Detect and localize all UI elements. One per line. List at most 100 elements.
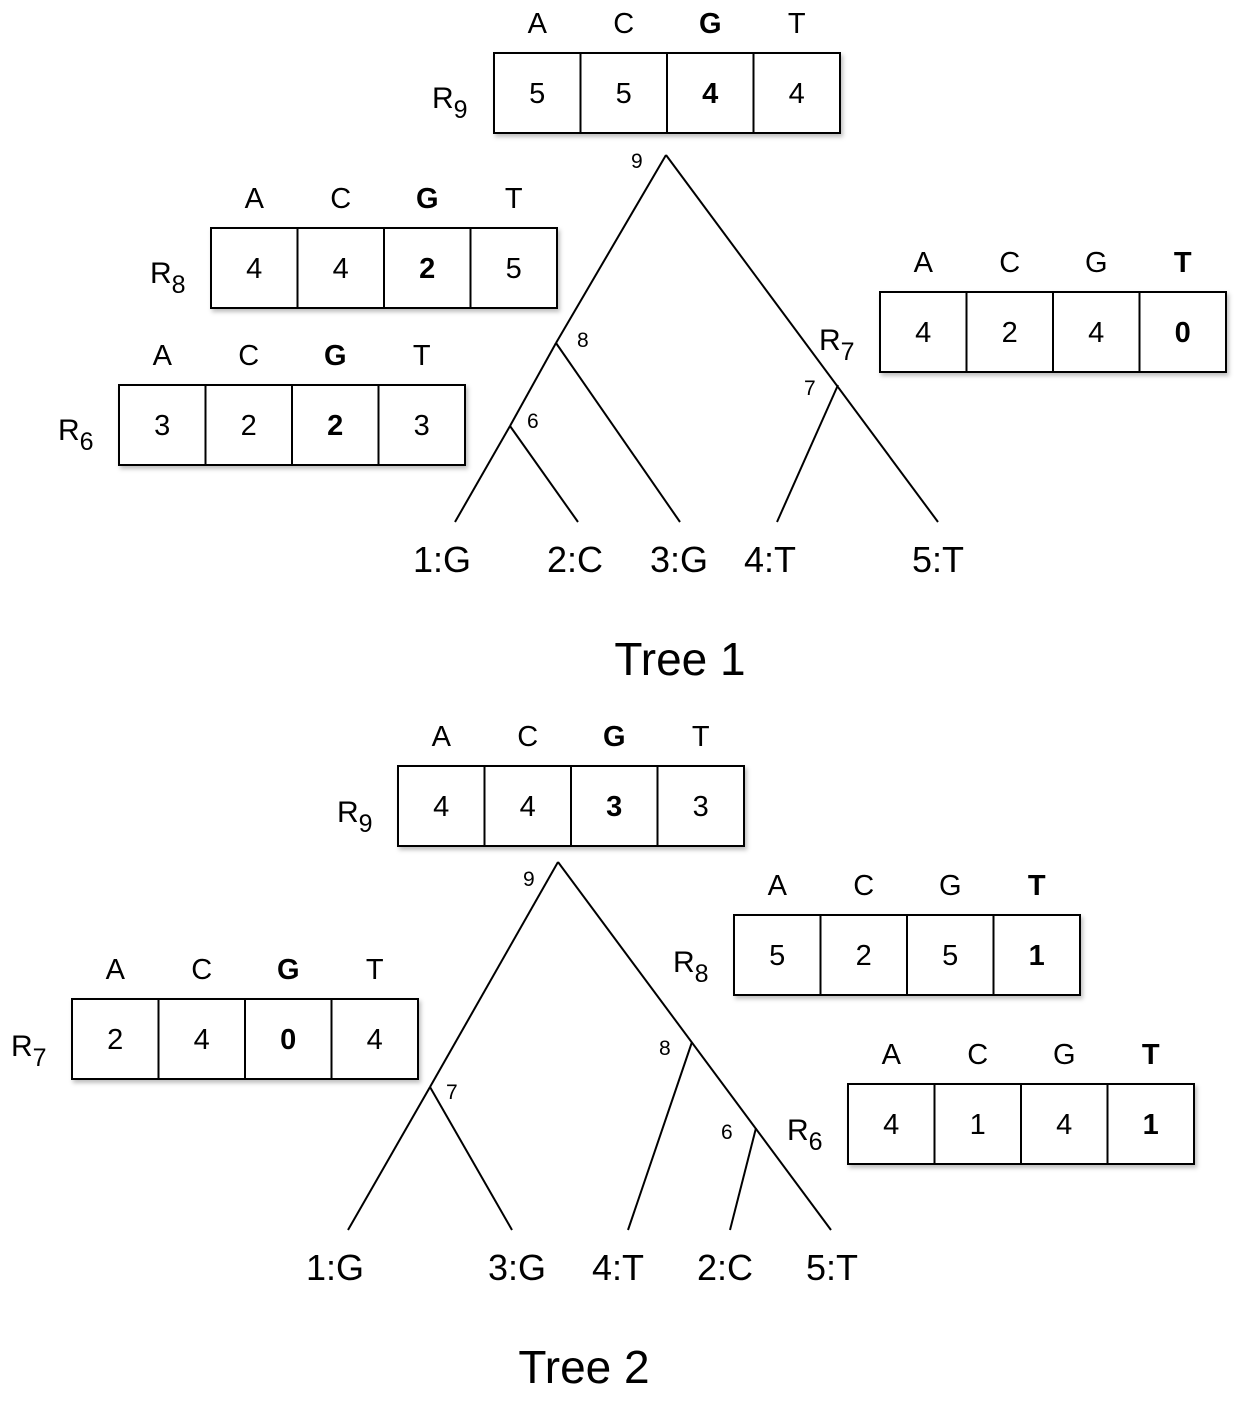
tree1-table-r9-header-C: C [613,8,634,40]
tree2-branch-9-5 [557,861,832,1231]
tree1-branch-8-3 [555,342,681,523]
tree1-table-r6-value-T: 3 [414,410,430,442]
tree2-table-r9-label: R9 [337,796,373,838]
tree2-table-r6-value-G: 4 [1056,1109,1072,1141]
tree2-node-9: 9 [523,868,535,891]
tree1-leaf-3: 3:G [650,539,708,580]
tree1-table-r7-value-C: 2 [1002,317,1018,349]
tree1-table-r7-label-sub: 7 [841,338,855,366]
tree2-branch-7-1 [347,1086,431,1231]
tree2-leaf-2: 2:C [697,1247,753,1288]
tree2-table-r8-header-G: G [939,870,962,902]
tree1-table-r7-value-T: 0 [1175,317,1191,349]
tree2-table-r6-value-C: 1 [970,1109,986,1141]
tree1-table-r8-header-T: T [505,183,523,215]
tree1-table-r9-header-T: T [788,8,806,40]
tree2: 9 7 8 6 1:G 3:G 4:T 2:C 5:T Tree 2 R9A4C… [11,721,1195,1393]
tree1-table-r9-value-G: 4 [702,78,718,110]
tree2-branch-7-3 [429,1086,513,1231]
tree2-table-r8-label: R8 [673,946,709,988]
tree1-branch-9-5 [665,154,939,523]
tree2-table-r7-value-T: 4 [367,1024,383,1056]
tree1-table-r6-header-A: A [153,340,173,372]
tree2-leaf-3: 3:G [488,1247,546,1288]
tree2-table-r9-label-sub: 9 [359,810,373,838]
tree2-table-r7-label-main: R [11,1030,33,1063]
tree2-node-6: 6 [721,1121,733,1144]
tree2-table-r8-value-T: 1 [1029,940,1045,972]
tree1-table-r9-value-T: 4 [789,78,805,110]
tree1-table-r9-label: R9 [432,82,468,124]
tree2-table-r9-header-T: T [692,721,710,753]
tree2-leaf-1: 1:G [306,1247,364,1288]
tree1-table-r6-value-G: 2 [327,410,343,442]
tree1-table-r6-header-G: G [324,340,347,372]
tree2-table-r7-header-A: A [106,954,126,986]
tree1-leaf-4: 4:T [744,539,796,580]
tree1-table-r6-label: R6 [58,414,94,456]
tree1-leaf-1: 1:G [413,539,471,580]
tree1-table-r6-header-C: C [238,340,259,372]
tree1-table-r6-value-C: 2 [241,410,257,442]
tree1-table-r6-label-sub: 6 [80,428,94,456]
tree2-table-r7-header-C: C [191,954,212,986]
tree2-table-r9-header-C: C [517,721,538,753]
tree2-table-r9-header-A: A [432,721,452,753]
tree1-table-r6-label-main: R [58,414,80,447]
tree1-table-r8-value-C: 4 [333,253,349,285]
tree1-leaf-2: 2:C [547,539,603,580]
tree1-branch-7-4 [776,384,839,523]
tree1-node-7: 7 [804,377,816,400]
tree1-branches [454,154,939,523]
tree2-table-r9-label-main: R [337,796,359,829]
tree1-table-r8-value-G: 2 [419,253,435,285]
tree2-table-r9-value-T: 3 [693,791,709,823]
tree2-table-r7-value-A: 2 [107,1024,123,1056]
tree2-table-r7-header-G: G [277,954,300,986]
tree1-title: Tree 1 [614,633,745,685]
tree2-table-r7-header-T: T [366,954,384,986]
tree1-table-r7-value-G: 4 [1088,317,1104,349]
tree2-table-r7-label-sub: 7 [33,1044,47,1072]
tree1-branch-6-1 [454,425,511,523]
tree2-table-r9-header-G: G [603,721,626,753]
tree2-leaf-5: 5:T [806,1247,858,1288]
tree2-node-8: 8 [659,1037,671,1060]
tree2-leaf-4: 4:T [592,1247,644,1288]
tree2-table-r8-header-T: T [1028,870,1046,902]
tree1-table-r8-header-G: G [416,183,439,215]
tree2-table-r8-value-C: 2 [856,940,872,972]
tree1-branch-8-6 [509,342,557,427]
tree1-table-r9-header-A: A [528,8,548,40]
tree2-table-r8-header-A: A [768,870,788,902]
tree2-table-r8-value-G: 5 [942,940,958,972]
tree1-leaf-5: 5:T [912,539,964,580]
tree1-table-r7-header-G: G [1085,247,1108,279]
tree2-table-r6-header-C: C [967,1039,988,1071]
tree2-branch-9-7 [429,861,559,1088]
tree2-table-r8-label-sub: 8 [695,960,709,988]
tree1-table-r7-header-A: A [914,247,934,279]
tree2-table-r8-label-main: R [673,946,695,979]
tree1-node-6: 6 [527,410,539,433]
tree1-table-r7-header-C: C [999,247,1020,279]
tree1-table-r7-value-A: 4 [915,317,931,349]
tree2-table-r6-header-G: G [1053,1039,1076,1071]
tree1-table-r7-header-T: T [1174,247,1192,279]
tree1-table-r8-value-A: 4 [246,253,262,285]
tree1-table-r9-header-G: G [699,8,722,40]
tree1-table-r8-label: R8 [150,257,186,299]
tree1: 9 8 6 7 1:G 2:C 3:G 4:T 5:T Tree 1 R9A5C… [58,8,1227,685]
tree2-table-r6-header-A: A [882,1039,902,1071]
tree1-branch-9-8 [555,154,667,344]
tree1-node-9: 9 [631,150,643,173]
tree1-table-r8-header-A: A [245,183,265,215]
tree2-table-r8-header-C: C [853,870,874,902]
tree2-table-r6-value-T: 1 [1143,1109,1159,1141]
tree1-table-r6-value-A: 3 [154,410,170,442]
tree2-table-r7-value-C: 4 [194,1024,210,1056]
tree2-table-r9-value-G: 3 [606,791,622,823]
